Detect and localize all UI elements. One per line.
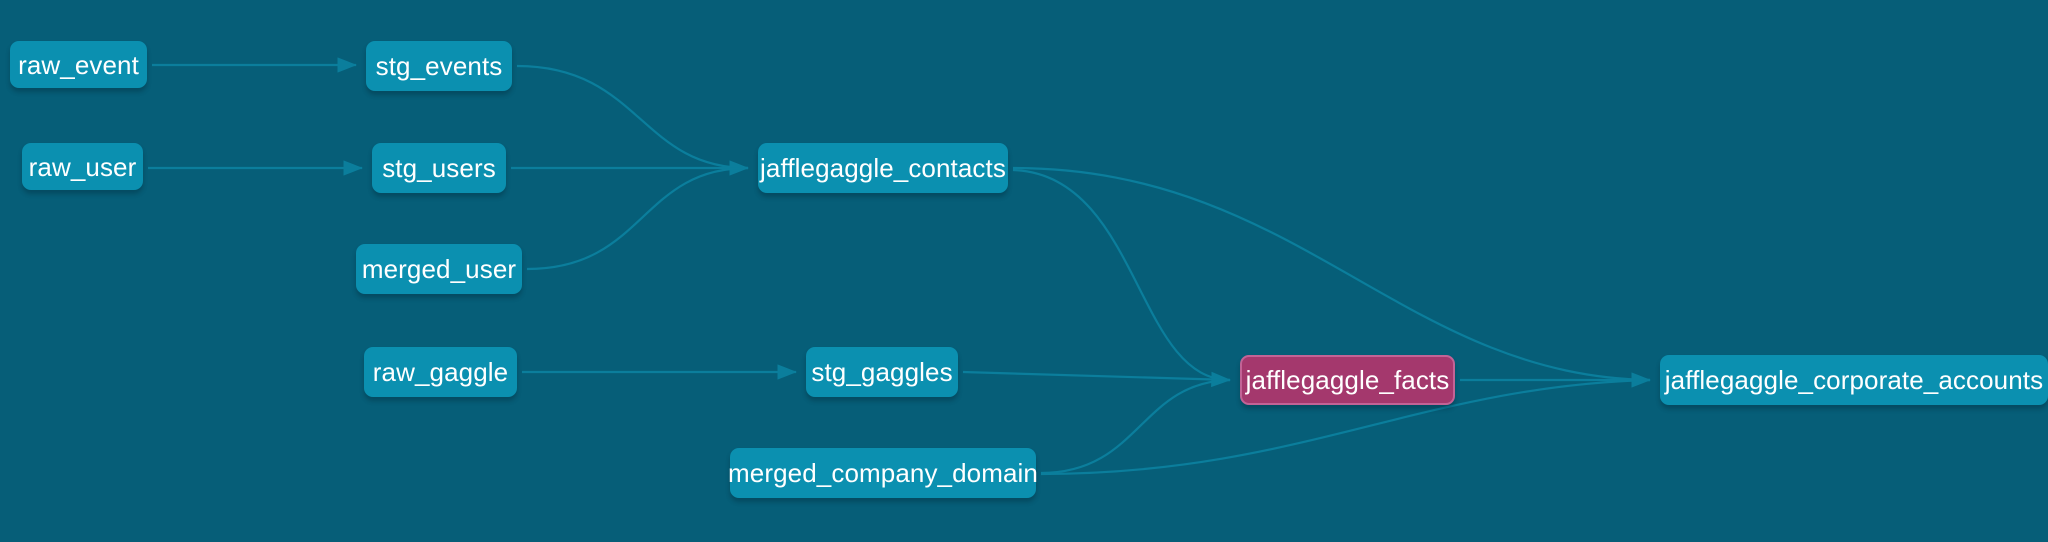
edge-stg_gaggles-to-jafflegaggle_facts bbox=[962, 370, 1232, 388]
graph-node-stg_events[interactable]: stg_events bbox=[366, 41, 512, 91]
graph-node-label: jafflegaggle_corporate_accounts bbox=[1664, 365, 2044, 395]
graph-node-jafflegaggle_facts[interactable]: jafflegaggle_facts bbox=[1240, 355, 1455, 405]
graph-node-label: raw_event bbox=[18, 49, 139, 80]
graph-node-jafflegaggle_corporate_accounts[interactable]: jafflegaggle_corporate_accounts bbox=[1660, 355, 2048, 405]
graph-node-stg_users[interactable]: stg_users bbox=[372, 143, 506, 193]
graph-node-label: stg_users bbox=[382, 153, 496, 183]
graph-node-label: raw_user bbox=[28, 151, 137, 182]
graph-node-raw_event[interactable]: raw_event bbox=[10, 41, 147, 88]
edge-stg_events-to-jafflegaggle_contacts bbox=[516, 64, 749, 170]
graph-node-label: merged_company_domain bbox=[728, 458, 1038, 488]
edge-jafflegaggle_contacts-to-jafflegaggle_facts bbox=[1012, 168, 1231, 382]
graph-node-merged_user[interactable]: merged_user bbox=[356, 244, 522, 294]
graph-node-jafflegaggle_contacts[interactable]: jafflegaggle_contacts bbox=[758, 143, 1008, 193]
graph-node-label: merged_user bbox=[361, 254, 517, 284]
graph-node-label: stg_gaggles bbox=[811, 357, 953, 387]
graph-node-raw_user[interactable]: raw_user bbox=[22, 143, 143, 190]
graph-node-merged_company_domain[interactable]: merged_company_domain bbox=[728, 448, 1038, 498]
graph-node-label: jafflegaggle_contacts bbox=[760, 153, 1006, 183]
graph-node-label: stg_events bbox=[375, 51, 503, 81]
edge-merged_company_domain-to-jafflegaggle_facts bbox=[1040, 378, 1231, 475]
edge-merged_user-to-jafflegaggle_contacts bbox=[526, 166, 749, 271]
graph-node-stg_gaggles[interactable]: stg_gaggles bbox=[806, 347, 958, 397]
graph-node-label: raw_gaggle bbox=[372, 357, 509, 387]
graph-node-label: jafflegaggle_facts bbox=[1245, 365, 1450, 395]
edge-jafflegaggle_contacts-to-jafflegaggle_corporate_accounts bbox=[1012, 166, 1651, 382]
graph-node-raw_gaggle[interactable]: raw_gaggle bbox=[364, 347, 517, 397]
